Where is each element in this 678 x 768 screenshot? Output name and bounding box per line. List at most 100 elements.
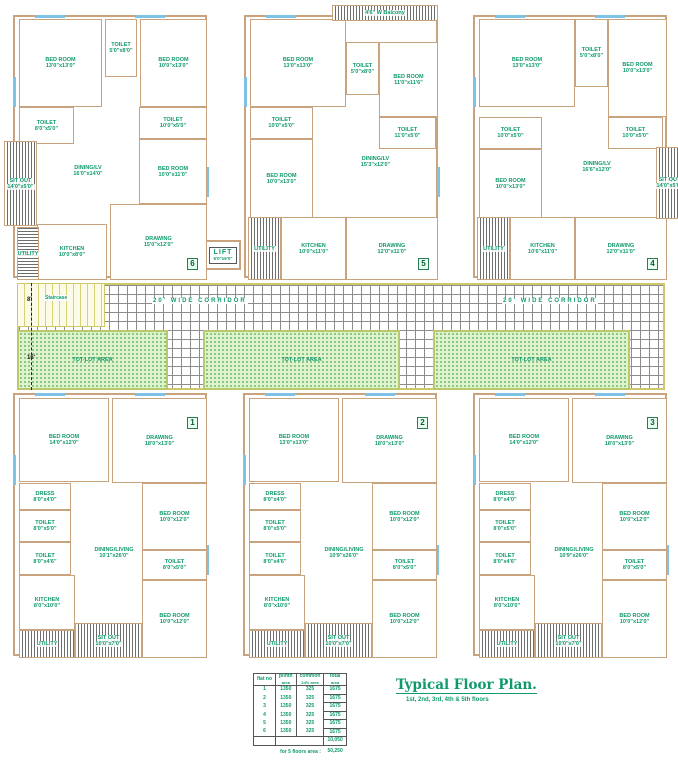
room-dimensions: 12'0"x11'0" xyxy=(605,248,637,255)
table-cell: 6 xyxy=(253,728,276,737)
room-name: KITCHEN xyxy=(493,596,521,603)
room-name: DRAWING xyxy=(145,434,174,441)
room-dimensions: 10'1"x26'0" xyxy=(98,553,130,559)
floors-total: 50,250 xyxy=(327,747,343,754)
room-name: DRAWING xyxy=(144,236,173,242)
room-name: TOILET xyxy=(264,552,286,559)
room-name: BED ROOM xyxy=(392,73,425,80)
room-name: TOILET xyxy=(396,127,419,133)
room-dimensions: 8'0"x5'0" xyxy=(262,526,288,532)
room-name: DRAWING xyxy=(605,434,634,441)
room-name: DRESS xyxy=(34,490,56,497)
corridor-label-left: 20' WIDE CORRIDOR xyxy=(152,298,248,304)
room-dimensions: 16'0"x14'0" xyxy=(72,170,104,177)
room-name: TOILET xyxy=(623,559,646,565)
room-dimensions: 15'3"x12'0" xyxy=(359,162,392,168)
room-name: TOILET xyxy=(34,520,56,526)
room-dimensions: 5'0"x8'0" xyxy=(108,48,134,54)
flat-number: 1 xyxy=(187,417,198,429)
room-dimensions: 13'0"x13'0" xyxy=(282,63,314,69)
room-name: BED ROOM xyxy=(277,434,311,440)
table-cell: 1675 xyxy=(323,702,347,712)
balcony: 4'6" W Balcony xyxy=(332,5,438,21)
room-dimensions: 10'0"x5'0" xyxy=(267,123,296,129)
room-name: BED ROOM xyxy=(388,613,421,619)
room-dimensions: 10'0"x13'0" xyxy=(157,63,190,69)
plan-title: Typical Floor Plan. xyxy=(396,677,537,694)
table-cell: 325 xyxy=(295,711,325,720)
table-cell: 4 xyxy=(253,711,276,720)
room-dimensions: 10'6"x11'0" xyxy=(527,248,558,255)
room-name: UTILITY xyxy=(253,245,276,252)
room-name: DRAWING xyxy=(377,242,407,249)
room-name: BED ROOM xyxy=(47,434,81,440)
room-dimensions: 8'0"x5'0" xyxy=(391,565,418,571)
window xyxy=(595,15,625,18)
sum-total: 10,050 xyxy=(323,736,347,746)
table-cell: 1675 xyxy=(323,710,347,720)
window xyxy=(35,15,65,18)
flat-number: 5 xyxy=(418,258,429,270)
flat-number: 6 xyxy=(187,258,198,270)
window xyxy=(365,393,395,396)
dimension-line xyxy=(31,283,32,390)
room-name: TOILET xyxy=(264,520,286,526)
room-utility: UTILITY xyxy=(16,227,40,280)
room-dimensions: 10'0"x13'0" xyxy=(265,179,298,185)
room-name: BED ROOM xyxy=(510,57,544,63)
room-dimensions: 10'0"x5'0" xyxy=(621,133,650,139)
room-dimensions: 10'0"x12'0" xyxy=(158,619,191,625)
room-name: DRESS xyxy=(264,490,286,497)
room-dimensions: 10'0"x12'0" xyxy=(388,619,421,625)
tot-lot-label: TOT-LOT AREA xyxy=(281,357,322,363)
room-name: BED ROOM xyxy=(618,510,651,517)
room-name: KITCHEN xyxy=(33,596,61,603)
flat-number: 3 xyxy=(647,417,658,429)
window xyxy=(666,545,669,575)
room-dimensions: 11'0"x5'0" xyxy=(393,133,422,139)
room-dimensions: 10'9"x26'0" xyxy=(328,553,360,559)
room-dimensions: 10'0"x11'0" xyxy=(298,248,329,255)
room-dimensions: 18'0"x13'0" xyxy=(603,440,636,447)
window xyxy=(135,15,165,18)
room-name: TOILET xyxy=(34,552,56,559)
room-name: SIT OUT xyxy=(556,634,581,641)
floors-total-row: for 5 floors area :50,250 xyxy=(254,745,347,758)
table-cell xyxy=(253,736,276,746)
room-dimensions: 8'0"x10'0" xyxy=(32,602,62,609)
room-name: DRAWING xyxy=(375,434,404,441)
lift-label: LIFT xyxy=(213,248,233,256)
room-name: TOILET xyxy=(393,559,416,565)
room-name: BED ROOM xyxy=(621,62,654,68)
table-cell: 1 xyxy=(253,685,276,694)
header-label: flat no xyxy=(257,675,272,682)
